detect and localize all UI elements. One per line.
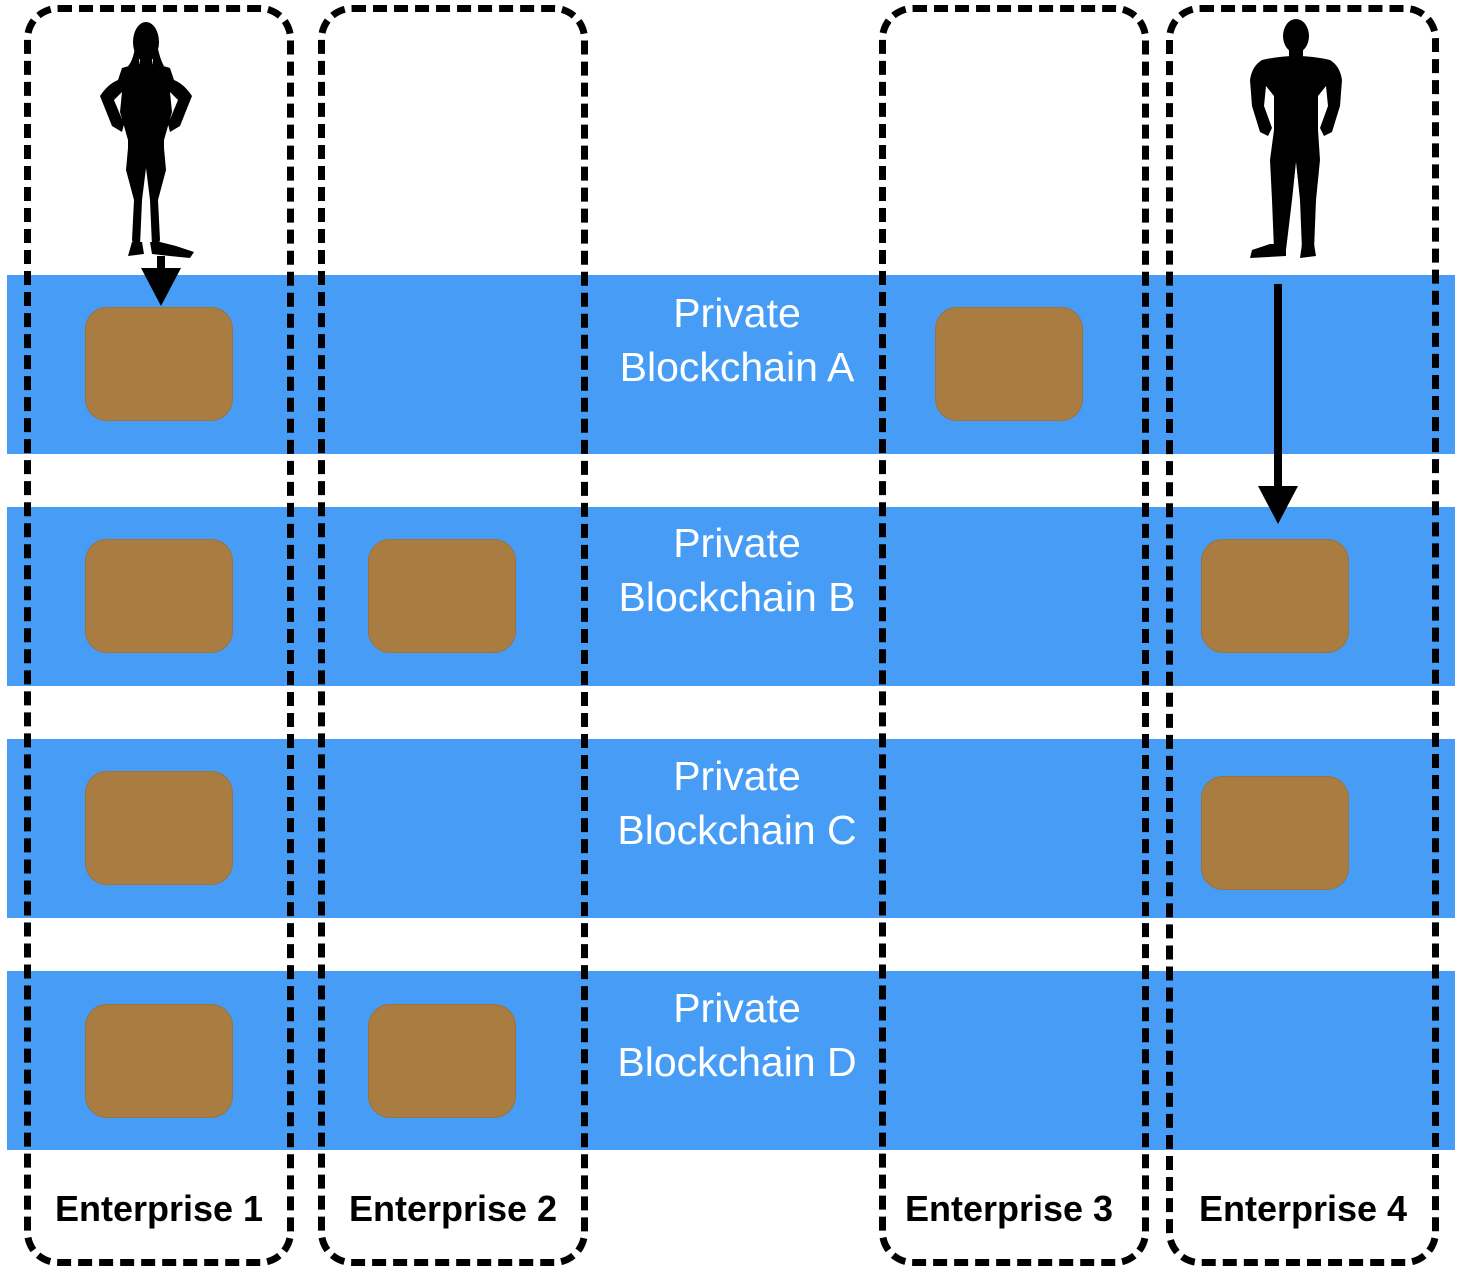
blockchain-label-b: Private Blockchain B — [572, 516, 902, 624]
man-silhouette-icon — [1250, 19, 1342, 258]
enterprise-box-2 — [318, 5, 588, 1266]
blockchain-label-line2: Blockchain C — [617, 807, 857, 853]
node-e1-a — [85, 307, 233, 421]
blockchain-band-d: Private Blockchain D — [7, 971, 1455, 1150]
node-e1-c — [85, 771, 233, 885]
enterprise-box-1 — [24, 5, 294, 1266]
enterprise-label-2: Enterprise 2 — [348, 1188, 558, 1229]
enterprise-label-4: Enterprise 4 — [1198, 1188, 1408, 1229]
enterprise-label-3: Enterprise 3 — [904, 1188, 1114, 1229]
node-e1-d — [85, 1004, 233, 1118]
node-e4-b — [1201, 539, 1349, 653]
blockchain-band-a: Private Blockchain A — [7, 275, 1455, 454]
arrow-down-icon — [1258, 284, 1298, 524]
node-e2-b — [368, 539, 516, 653]
blockchain-label-c: Private Blockchain C — [572, 749, 902, 857]
blockchain-label-d: Private Blockchain D — [572, 981, 902, 1089]
enterprise-label-1: Enterprise 1 — [54, 1188, 264, 1229]
woman-silhouette-icon — [100, 22, 194, 258]
blockchain-label-a: Private Blockchain A — [572, 286, 902, 394]
blockchain-label-line1: Private — [673, 985, 801, 1031]
node-e4-c — [1201, 776, 1349, 890]
blockchain-label-line2: Blockchain A — [619, 344, 855, 390]
node-e1-b — [85, 539, 233, 653]
blockchain-label-line1: Private — [673, 290, 801, 336]
node-e3-a — [935, 307, 1083, 421]
blockchain-label-line2: Blockchain D — [617, 1039, 857, 1085]
blockchain-label-line1: Private — [673, 753, 801, 799]
blockchain-label-line2: Blockchain B — [618, 574, 856, 620]
node-e2-d — [368, 1004, 516, 1118]
enterprise-box-4 — [1166, 5, 1439, 1266]
blockchain-label-line1: Private — [673, 520, 801, 566]
arrow-down-icon — [141, 256, 181, 306]
enterprise-box-3 — [879, 5, 1149, 1266]
